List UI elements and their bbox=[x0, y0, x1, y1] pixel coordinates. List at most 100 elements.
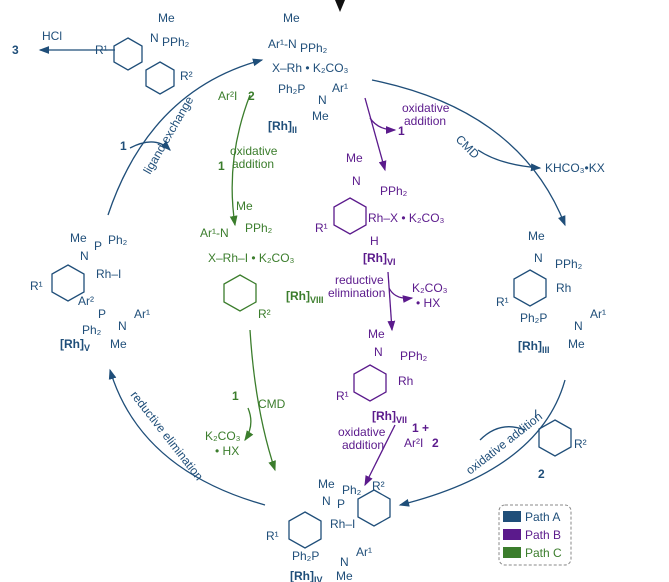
atom-label: Me bbox=[312, 109, 329, 123]
compound-1-label: 1 bbox=[218, 159, 225, 173]
step-label: oxidative bbox=[338, 425, 386, 439]
atom-label: Me bbox=[368, 327, 385, 341]
reagent-ar2i: Ar²I bbox=[218, 89, 237, 103]
atom-label: PPh₂ bbox=[300, 41, 328, 55]
atom-label: N bbox=[352, 174, 361, 188]
compound-1-label: 1 bbox=[120, 139, 127, 153]
aryl-ring bbox=[145, 61, 175, 95]
atom-label: R² bbox=[258, 307, 271, 321]
step-label: addition bbox=[342, 438, 384, 452]
species-rh-iii: Me N PPh₂ Rh R¹ Ph₂P N Ar¹ Me [Rh]III bbox=[496, 229, 606, 355]
legend-label-path-a: Path A bbox=[525, 510, 560, 524]
atom-label: N bbox=[340, 555, 349, 569]
byproduct-k2co3: K₂CO₃ bbox=[205, 429, 241, 443]
atom-label: Ph₂ bbox=[342, 483, 362, 497]
compound-1-label: 1 bbox=[232, 389, 239, 403]
atom-label: R¹ bbox=[315, 221, 328, 235]
atom-label: P bbox=[94, 239, 102, 253]
byproduct-k2co3: K₂CO₃ bbox=[412, 281, 448, 295]
arc-cmd bbox=[371, 79, 566, 227]
atom-label: R² bbox=[372, 479, 385, 493]
arrow-b3 bbox=[364, 424, 396, 487]
atom-label: Ar¹ bbox=[590, 307, 606, 321]
atom-label: Me bbox=[236, 199, 253, 213]
step-cmd: CMD bbox=[258, 397, 286, 411]
aryl-ring bbox=[357, 489, 391, 527]
atom-label: Ar¹ bbox=[356, 545, 372, 559]
rh-vii-label: [Rh]VII bbox=[372, 409, 407, 425]
reagent-ar2i: Ar²I bbox=[404, 436, 423, 450]
atom-label: PPh₂ bbox=[245, 221, 273, 235]
legend-label-path-c: Path C bbox=[525, 546, 562, 560]
step-label: reductive bbox=[335, 273, 384, 287]
species-rh-v: Me N P Ph₂ Rh–I R¹ Ar² P Ph₂ N Ar¹ Me [R… bbox=[30, 231, 150, 353]
atom-label: Ar¹ bbox=[332, 81, 348, 95]
compound-1-label: 1 + bbox=[412, 421, 429, 435]
species-rh-vi: Me N PPh₂ Rh–X • K₂CO₃ R¹ H [Rh]VI bbox=[315, 151, 445, 267]
rh-viii-label: [Rh]VIII bbox=[286, 289, 324, 305]
arrow-in-2 bbox=[479, 426, 526, 441]
aryl-ring bbox=[113, 37, 143, 71]
atom-label: Me bbox=[528, 229, 545, 243]
atom-label: Ar¹-N bbox=[268, 37, 297, 51]
arc-reductive-elimination bbox=[108, 368, 266, 506]
atom-label: R¹ bbox=[95, 43, 108, 57]
step-label: elimination bbox=[328, 286, 385, 300]
atom-label: Me bbox=[318, 477, 335, 491]
legend-label-path-b: Path B bbox=[525, 528, 561, 542]
atom-label: N bbox=[534, 251, 543, 265]
rh-iii-label: [Rh]III bbox=[518, 339, 550, 355]
legend: Path A Path B Path C bbox=[498, 504, 572, 566]
rh-iv-label: [Rh]IV bbox=[290, 569, 323, 582]
incoming-arrow-icon bbox=[335, 0, 345, 12]
atom-label: N bbox=[374, 345, 383, 359]
atom-label: Me bbox=[70, 231, 87, 245]
atom-label: Ph₂P bbox=[292, 549, 319, 563]
species-rh-viii: Me Ar¹-N PPh₂ X–Rh–I • K₂CO₃ R² [Rh]VIII bbox=[200, 199, 324, 321]
byproduct-hx: • HX bbox=[215, 444, 239, 458]
atom-label: N bbox=[574, 319, 583, 333]
step-reductive-elimination: reductive elimination bbox=[128, 388, 206, 483]
arrow-b2 bbox=[387, 271, 396, 332]
atom-label: N bbox=[118, 319, 127, 333]
step-cmd: CMD bbox=[453, 132, 482, 161]
aryl-ring bbox=[538, 419, 572, 457]
atom-label: Rh bbox=[398, 374, 413, 388]
arrow-c2 bbox=[249, 329, 276, 472]
arrow-c2-out bbox=[244, 407, 254, 442]
rh-v-label: [Rh]V bbox=[60, 337, 90, 353]
product-biaryl: Me N PPh₂ R¹ R² HCl 3 bbox=[12, 11, 193, 95]
path-c-arrows bbox=[229, 94, 276, 472]
atom-label: Me bbox=[568, 337, 585, 351]
atom-label: N bbox=[318, 93, 327, 107]
arrow-b2-out bbox=[388, 287, 414, 303]
legend-swatch-path-c bbox=[503, 547, 521, 558]
atom-label: Ar¹-N bbox=[200, 226, 229, 240]
atom-label: P bbox=[98, 307, 106, 321]
path-b-arrows bbox=[364, 97, 414, 487]
species-rh-vii: Me N PPh₂ Rh R¹ [Rh]VII bbox=[336, 327, 428, 425]
aryl-ring bbox=[353, 364, 387, 402]
atom-label: PPh₂ bbox=[555, 257, 583, 271]
atom-label: Me bbox=[283, 11, 300, 25]
arrow-in-1 bbox=[129, 140, 171, 151]
arrow-b1-out bbox=[369, 117, 397, 134]
atom-label: Rh bbox=[556, 281, 571, 295]
atom-label: N bbox=[80, 249, 89, 263]
atom-label: Ar¹ bbox=[134, 307, 150, 321]
atom-label: R¹ bbox=[496, 295, 509, 309]
atom-label: Ph₂P bbox=[520, 311, 547, 325]
aryl-iodide-2: I R² 2 bbox=[534, 407, 587, 481]
aryl-ring bbox=[223, 274, 257, 312]
compound-2-label: 2 bbox=[432, 436, 439, 450]
atom-label: X–Rh–I • K₂CO₃ bbox=[208, 251, 295, 265]
legend-box bbox=[498, 504, 572, 566]
byproduct-khco3-kx: KHCO₃•KX bbox=[545, 161, 605, 175]
atom-label: H bbox=[370, 234, 379, 248]
atom-label: Me bbox=[336, 569, 353, 582]
atom-label: Ar² bbox=[78, 294, 94, 308]
species-rh-iv: Me N P Ph₂ R² Rh–I R¹ Ph₂P N Ar¹ Me [Rh]… bbox=[266, 477, 391, 582]
byproduct-hcl: HCl bbox=[42, 29, 62, 43]
legend-swatch-path-a bbox=[503, 511, 521, 522]
